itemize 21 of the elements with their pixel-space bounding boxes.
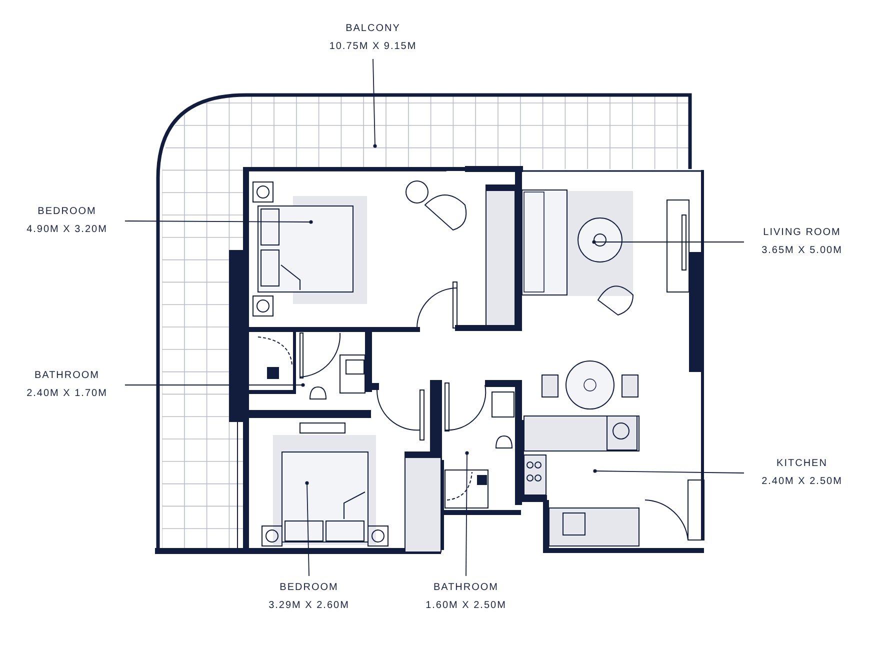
- leader-line: [465, 451, 469, 576]
- room-name: BATHROOM: [33, 369, 101, 383]
- room-name: KITCHEN: [776, 457, 828, 471]
- room-dimensions: 4.90M X 3.20M: [26, 223, 108, 237]
- room-name: BEDROOM: [36, 205, 98, 219]
- room-dimensions: 1.60M X 2.50M: [424, 599, 508, 613]
- room-dimensions: 3.29M X 2.60M: [268, 599, 350, 613]
- room-dimensions: 2.40M X 2.50M: [760, 475, 844, 489]
- room-dimensions: 10.75M X 9.15M: [328, 40, 418, 54]
- room-dimensions: 2.40M X 1.70M: [26, 387, 108, 401]
- room-dimensions: 3.65M X 5.00M: [760, 244, 844, 258]
- room-name: LIVING ROOM: [762, 226, 842, 240]
- room-name: BATHROOM: [432, 581, 500, 595]
- leader-line: [372, 58, 377, 148]
- leader-line: [593, 469, 744, 474]
- room-name: BEDROOM: [278, 581, 340, 595]
- room-name: BALCONY: [344, 22, 402, 36]
- leader-line: [124, 383, 305, 387]
- leader-line: [124, 220, 313, 224]
- leader-line: [305, 481, 310, 576]
- leader-line: [592, 240, 744, 244]
